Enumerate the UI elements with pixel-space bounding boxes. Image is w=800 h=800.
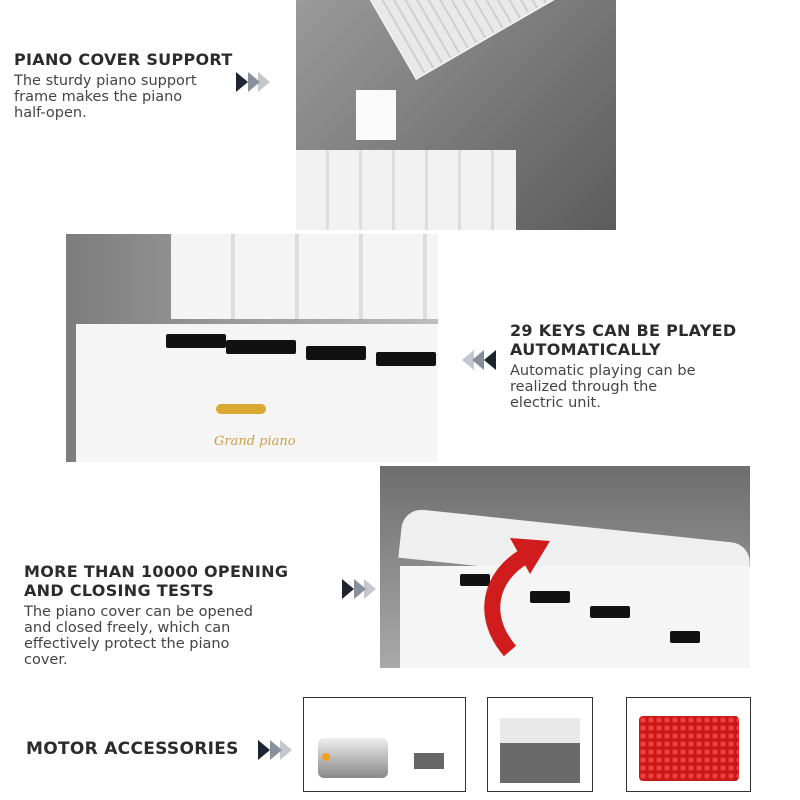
line: The sturdy piano support [14,73,197,89]
line: 29 KEYS CAN BE PLAYED [510,321,737,340]
gold-handle [216,404,266,414]
line: half-open. [14,105,87,121]
chevrons-right-icon [342,579,376,599]
heading: PIANO COVER SUPPORT [14,50,233,69]
red-curved-arrow-icon [484,538,550,656]
section-automatic-keys: 29 KEYS CAN BE PLAYED AUTOMATICALLY Auto… [510,321,737,411]
line: frame makes the piano [14,89,183,105]
photo-piano-keys: Grand piano [66,234,438,462]
line: The piano cover can be opened [24,604,253,620]
line: realized through the [510,379,658,395]
line: and closed freely, which can [24,620,231,636]
red-box-icon [639,716,739,781]
section-opening-tests: MORE THAN 10000 OPENING AND CLOSING TEST… [24,562,288,668]
photo-piano-cover-open [380,466,750,668]
heading: 29 KEYS CAN BE PLAYED AUTOMATICALLY [510,321,737,359]
accessory-red-battery-box [626,697,751,792]
line: effectively protect the piano [24,636,230,652]
chevrons-right-icon [258,740,292,760]
chevrons-right-icon [236,72,270,92]
sheet-music [356,90,396,140]
description: The piano cover can be opened and closed… [24,604,288,668]
line: AUTOMATICALLY [510,340,661,359]
accessory-motor [303,697,466,792]
description: The sturdy piano support frame makes the… [14,73,233,121]
heading: MORE THAN 10000 OPENING AND CLOSING TEST… [24,562,288,600]
line: cover. [24,652,68,668]
photo-piano-cover-support [296,0,616,230]
chevrons-left-icon [462,350,496,370]
heading-motor-accessories: MOTOR ACCESSORIES [26,739,239,759]
piano-logo: Grand piano [214,434,296,449]
line: Automatic playing can be [510,363,696,379]
line: electric unit. [510,395,601,411]
line: MORE THAN 10000 OPENING [24,562,289,581]
hub-icon [500,718,580,743]
accessory-battery-box [487,697,593,792]
line: AND CLOSING TESTS [24,581,215,600]
section-cover-support: PIANO COVER SUPPORT The sturdy piano sup… [14,50,233,121]
description: Automatic playing can be realized throug… [510,363,737,411]
